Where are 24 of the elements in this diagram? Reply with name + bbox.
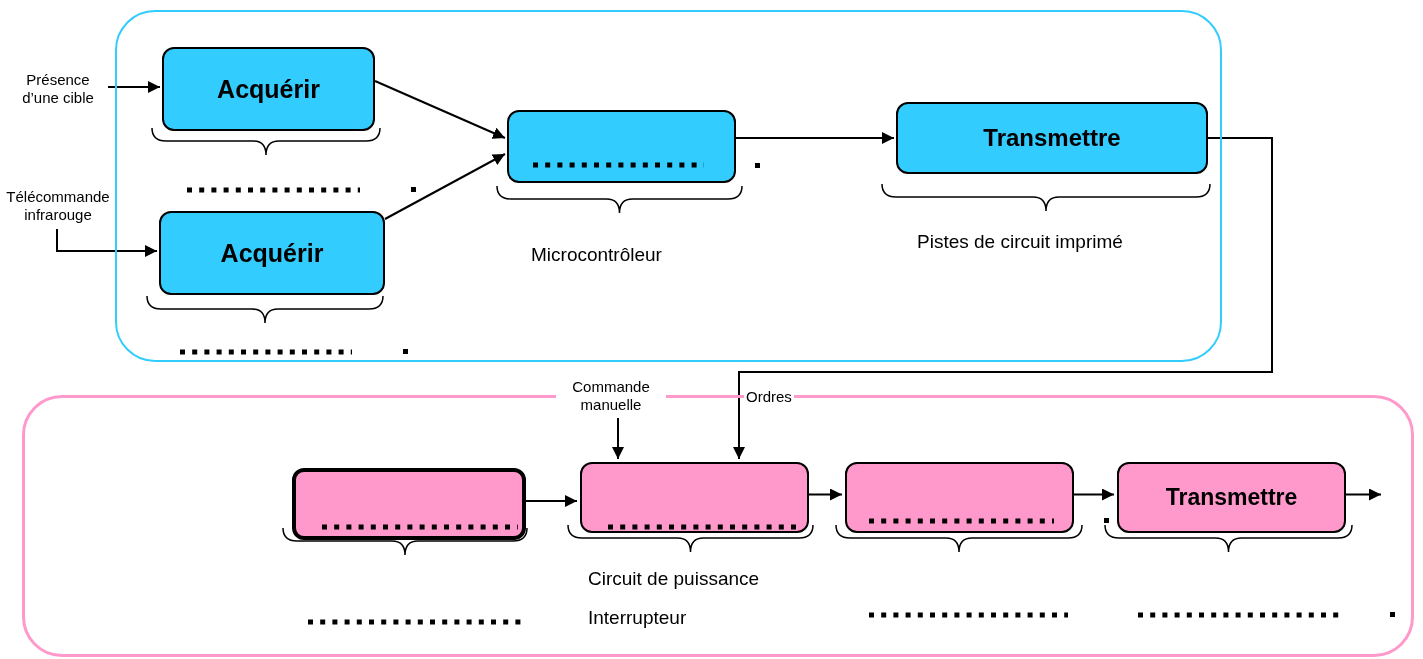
box-label: Transmettre bbox=[1165, 484, 1298, 511]
arrow bbox=[733, 137, 1273, 460]
box-label: Transmettre bbox=[983, 124, 1121, 152]
caption-text: Microcontrôleur bbox=[531, 244, 662, 266]
process-box bbox=[896, 102, 1208, 174]
process-box bbox=[507, 110, 736, 183]
arrow bbox=[612, 417, 624, 460]
caption-text: Circuit de puissance bbox=[588, 568, 760, 590]
caption-text: Pistes de circuit imprimé bbox=[917, 231, 1123, 253]
box-label: Acquérir bbox=[217, 74, 320, 104]
process-box bbox=[162, 47, 375, 131]
group-panel bbox=[115, 10, 1222, 362]
arrow bbox=[107, 81, 161, 93]
arrow bbox=[374, 80, 506, 139]
process-box bbox=[1117, 462, 1346, 533]
arrow bbox=[56, 228, 158, 257]
process-box bbox=[580, 462, 809, 533]
arrow bbox=[384, 153, 506, 220]
box-label: Acquérir bbox=[220, 238, 324, 268]
process-box bbox=[292, 468, 526, 540]
caption-text: Interrupteur bbox=[588, 607, 687, 629]
process-box bbox=[159, 211, 385, 295]
process-box bbox=[845, 462, 1074, 533]
edge-label: Ordres bbox=[744, 388, 794, 405]
